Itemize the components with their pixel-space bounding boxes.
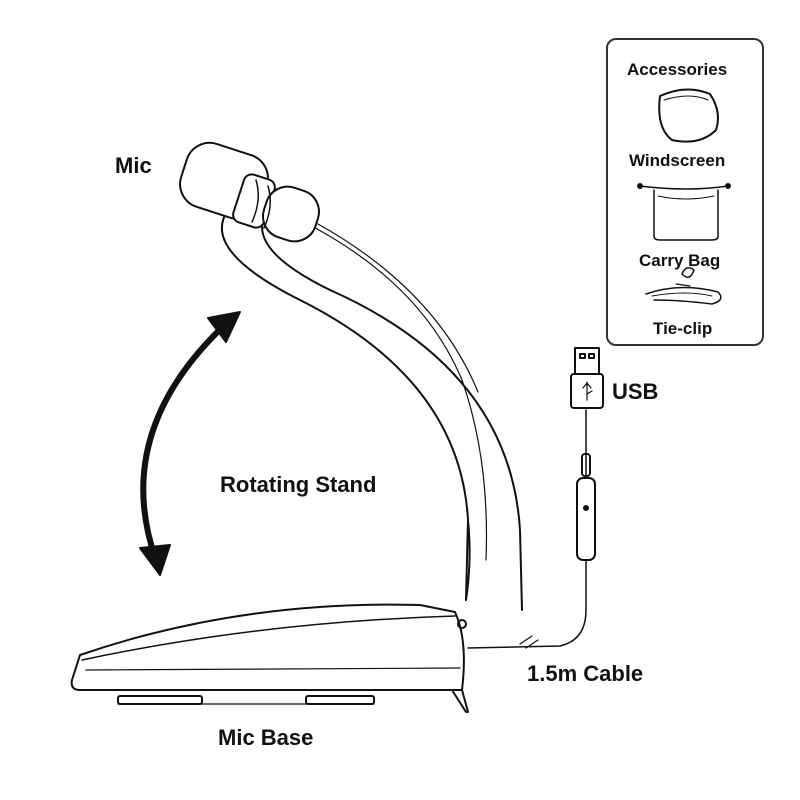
mic-label: Mic bbox=[115, 153, 152, 178]
accessory-label-carry-bag: Carry Bag bbox=[639, 251, 721, 270]
carry-bag-icon bbox=[637, 183, 731, 241]
cable-label: 1.5m Cable bbox=[527, 661, 644, 686]
accessories-title: Accessories bbox=[627, 60, 728, 79]
stand-arm bbox=[220, 209, 523, 611]
usb-cable bbox=[467, 409, 596, 649]
mic-base bbox=[70, 603, 469, 713]
tie-clip-icon bbox=[645, 267, 722, 305]
mic-capsule bbox=[179, 141, 320, 243]
rotating-stand-label: Rotating Stand bbox=[220, 472, 377, 497]
usb-label: USB bbox=[612, 379, 659, 404]
accessory-label-tie-clip: Tie-clip bbox=[653, 319, 713, 338]
mic-base-label: Mic Base bbox=[218, 725, 314, 750]
accessories-box bbox=[606, 38, 764, 346]
accessory-label-windscreen: Windscreen bbox=[629, 151, 726, 170]
rotation-arrow-icon bbox=[139, 311, 241, 576]
windscreen-icon bbox=[658, 88, 719, 143]
usb-plug-icon bbox=[570, 347, 604, 409]
